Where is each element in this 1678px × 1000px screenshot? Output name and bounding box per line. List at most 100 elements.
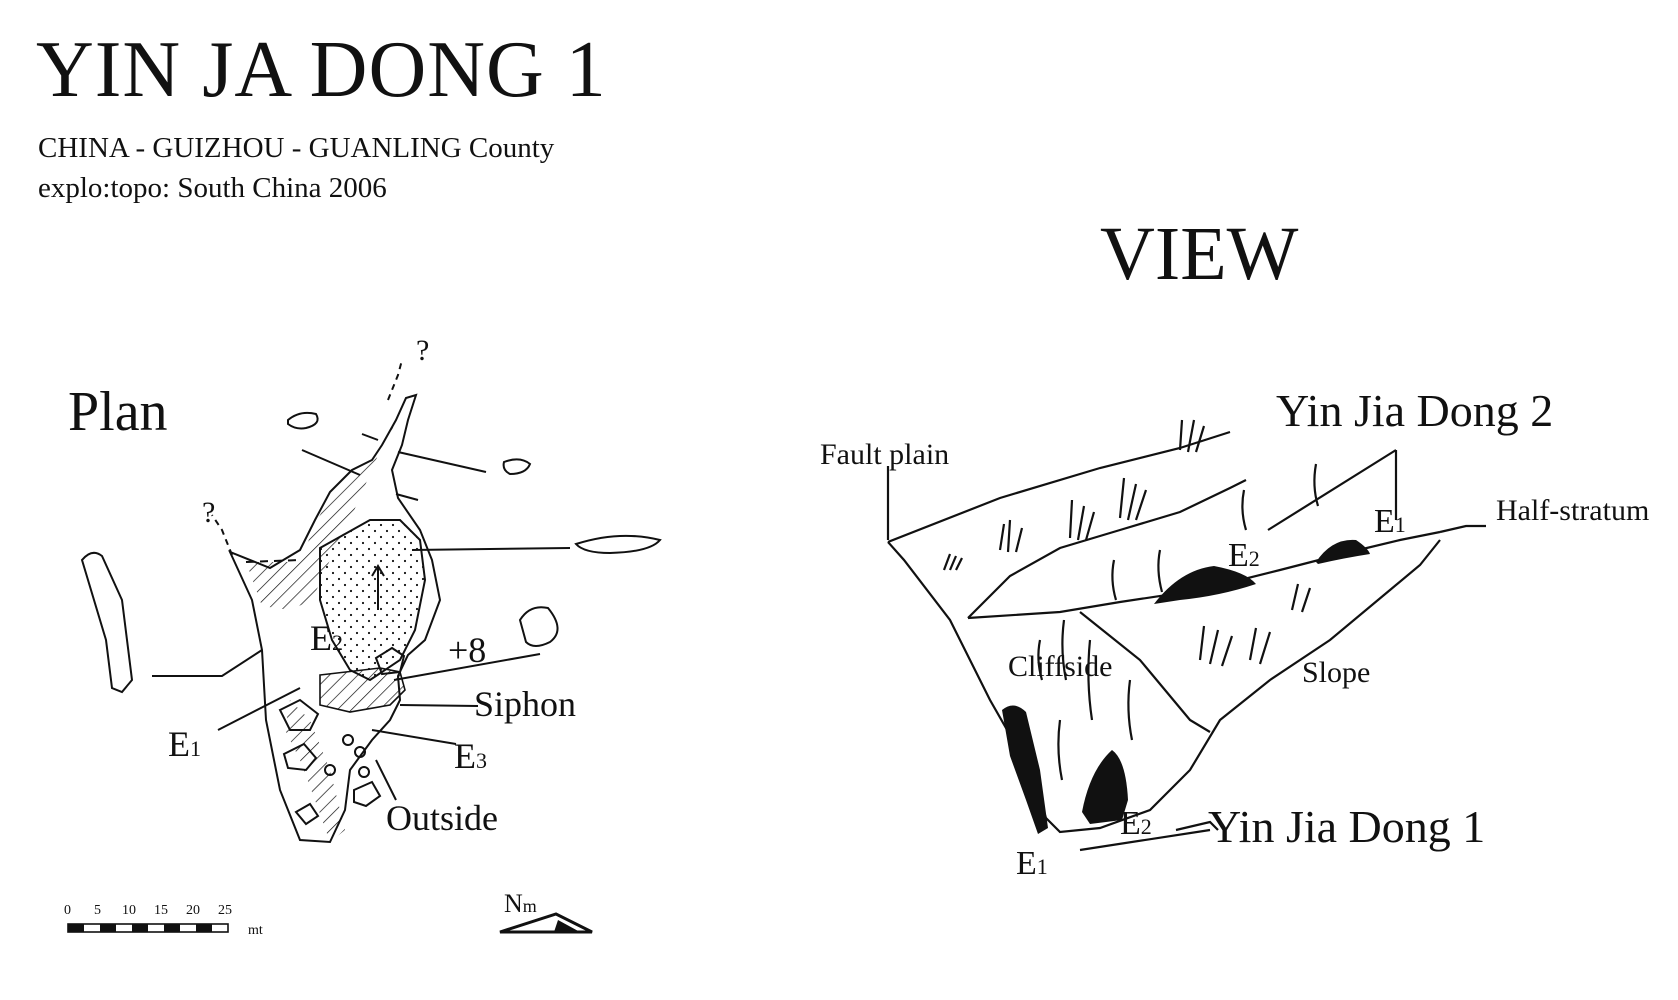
page-title: YIN JA DONG 1: [36, 26, 607, 114]
boulder-1: [374, 646, 406, 676]
scale-tick-25: 25: [218, 903, 232, 918]
boulder-3: [282, 742, 318, 772]
vegetation-6: [1198, 625, 1234, 667]
view-title: VIEW: [1100, 212, 1299, 296]
boulder-5: [294, 802, 320, 826]
scale-bar-seg-4: [164, 924, 180, 932]
flow-arrowhead: [371, 564, 385, 577]
section-shape-2: [502, 458, 532, 476]
plan-title: Plan: [68, 381, 168, 443]
unknown-passage-left: [211, 514, 233, 556]
location-subtitle: CHINA - GUIZHOU - GUANLING County: [38, 132, 555, 164]
cliff-line-9: [1313, 463, 1320, 507]
plan-label-e2: E2: [310, 618, 343, 658]
plan-drawing: [80, 359, 662, 844]
cliff-line-5: [1127, 679, 1134, 741]
scale-tick-15: 15: [154, 903, 168, 918]
e3-leader: [371, 729, 457, 745]
plan-label-outside: Outside: [386, 798, 498, 838]
scale-bar-seg-5: [196, 924, 212, 932]
vegetation-2: [998, 519, 1024, 553]
label-half-stratum: Half-stratum: [1496, 494, 1649, 527]
section-shape-3: [574, 534, 662, 555]
cliff-slope-divider: [1079, 611, 1211, 733]
pebble-3: [324, 764, 336, 776]
label-e2-upper: E2: [1228, 537, 1260, 574]
credits-subtitle: explo:topo: South China 2006: [38, 172, 387, 204]
cave1-entrance-e2: [1082, 750, 1128, 824]
label-cave-1: Yin Jia Dong 1: [1208, 801, 1485, 852]
scale-tick-0: 0: [64, 903, 71, 918]
scale-bar: 0 5 10 15 20 25 mt: [64, 903, 263, 938]
section-line-3: [411, 547, 571, 551]
scale-bar-seg-3: [132, 924, 148, 932]
cliff-line-1: [1037, 639, 1044, 681]
sand-chamber: [319, 519, 427, 682]
cave1-entrance-e1: [1002, 705, 1048, 834]
vegetation-4: [1118, 477, 1148, 521]
leader-line-left: [152, 649, 263, 677]
vegetation-7: [1248, 627, 1272, 665]
plan-label-e1: E1: [168, 724, 201, 764]
vegetation-3: [1068, 499, 1096, 541]
cave-outline: [228, 393, 442, 844]
siphon-leader: [399, 704, 479, 707]
scale-bar-seg-2: [100, 924, 116, 932]
cave1-leader-e2: [1175, 820, 1219, 832]
label-e1-lower: E1: [1016, 845, 1048, 882]
cave2-leader-e2: [1267, 449, 1397, 531]
north-arrow-fill: [554, 920, 580, 932]
north-arrow: Nm: [499, 889, 593, 934]
section-shape-1: [287, 411, 319, 430]
scale-bar-seg-1: [68, 924, 84, 932]
scale-tick-5: 5: [94, 903, 101, 918]
plan-label-depth: +8: [448, 630, 486, 670]
label-fault-plain: Fault plain: [820, 438, 949, 471]
outside-leader: [375, 759, 397, 801]
boulder-4: [353, 780, 382, 808]
section-shape-4: [518, 606, 559, 647]
label-e1-upper: E1: [1374, 503, 1406, 540]
label-slope: Slope: [1302, 656, 1370, 689]
cliff-line-6: [1111, 559, 1118, 601]
cave1-leader-e1: [1079, 828, 1211, 852]
label-e2-lower: E2: [1120, 805, 1152, 842]
scale-tick-10: 10: [122, 903, 136, 918]
siphon-band: [319, 667, 406, 713]
view-outline-top: [887, 430, 1231, 544]
plan-label-siphon: Siphon: [474, 684, 576, 724]
band-line-1: [967, 479, 1247, 619]
vegetation-1: [942, 553, 963, 571]
pebble-2: [354, 746, 366, 758]
label-cave-2: Yin Jia Dong 2: [1276, 385, 1553, 436]
boulder-2: [278, 698, 320, 731]
e1-leader: [217, 687, 301, 731]
view-drawing: [886, 419, 1486, 852]
hatched-stream-lower: [285, 700, 345, 842]
scale-unit: mt: [248, 923, 263, 938]
section-line-2: [397, 451, 487, 473]
section-tick-2: [395, 493, 419, 501]
cliff-line-3: [1087, 639, 1094, 721]
pebble-1: [342, 734, 354, 746]
cliff-line-2: [1061, 619, 1068, 681]
cave2-entrance-e1: [1316, 539, 1370, 564]
unknown-mark-top: ?: [416, 334, 429, 367]
hatched-area-upper: [246, 410, 400, 610]
dashed-boundary: [245, 559, 301, 563]
unknown-passage-top: [387, 359, 403, 401]
cliff-line-7: [1157, 549, 1164, 593]
unknown-mark-left: ?: [202, 496, 215, 529]
cliff-line-8: [1241, 489, 1248, 531]
cave2-entrance-e2: [1154, 566, 1256, 604]
view-outline-lower: [887, 539, 1441, 834]
plan-label-e3: E3: [454, 736, 487, 776]
section-line-4: [393, 653, 541, 681]
rock-pillar-left: [80, 551, 134, 694]
half-stratum-leader: [1439, 524, 1486, 534]
north-arrow-icon: [499, 912, 593, 934]
vegetation-5: [1178, 419, 1206, 453]
section-tick-1: [361, 433, 379, 441]
cliff-line-4: [1057, 719, 1064, 781]
